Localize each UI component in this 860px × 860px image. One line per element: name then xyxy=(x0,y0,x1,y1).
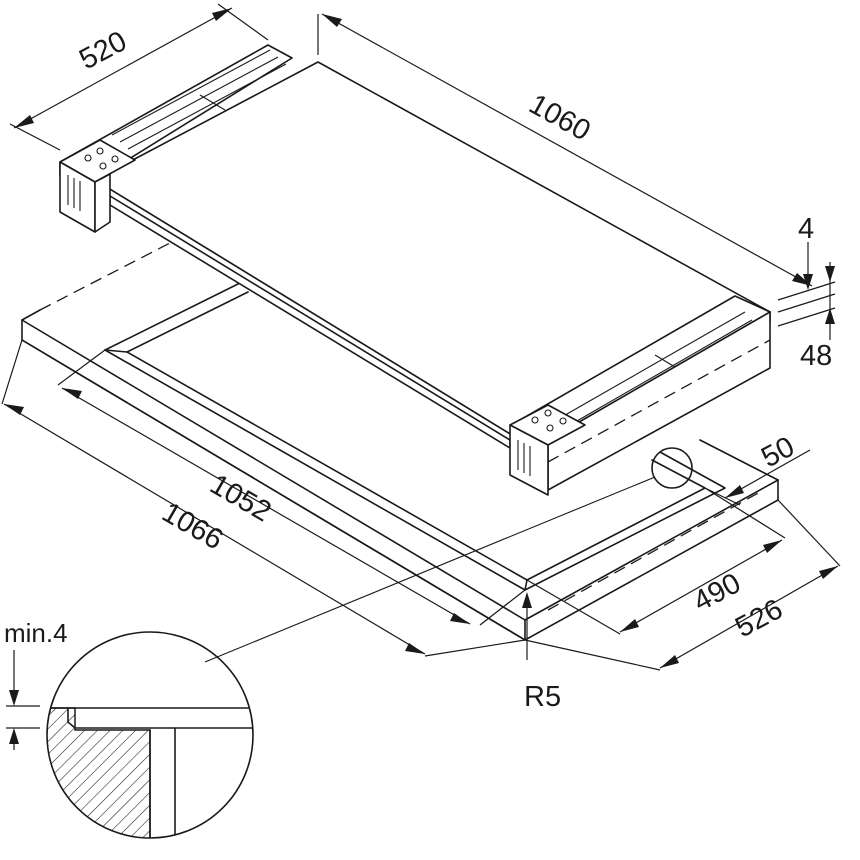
ext-line xyxy=(217,3,269,41)
label-cutout-width: 490 xyxy=(688,567,746,618)
dimension-lines xyxy=(1,3,841,671)
left-rail-groove-1 xyxy=(111,49,271,136)
bracket-hole xyxy=(559,417,567,425)
left-rail-groove-2 xyxy=(119,56,279,143)
bracket-hole xyxy=(546,424,554,432)
ext-line xyxy=(777,293,836,313)
arrowhead xyxy=(4,404,24,415)
dim-line-526 xyxy=(659,565,839,669)
worktop-front-right xyxy=(524,479,779,621)
arrowhead xyxy=(14,115,34,128)
hob-unit xyxy=(59,44,771,496)
arrowhead xyxy=(803,274,813,290)
right-bracket-front xyxy=(509,424,549,496)
left-rail-divider xyxy=(199,94,226,111)
bracket-hole xyxy=(96,147,104,155)
ext-line xyxy=(704,487,786,539)
label-corner-radius: R5 xyxy=(524,681,561,713)
glass-edge xyxy=(67,707,76,729)
worktop-hidden-edge xyxy=(39,242,171,311)
arrowhead xyxy=(62,388,82,399)
label-cutout-length: 1052 xyxy=(205,468,277,528)
detail-leader-line xyxy=(204,476,656,663)
left-bracket-side xyxy=(94,173,111,233)
ext-line xyxy=(424,639,526,657)
label-min-gap: min.4 xyxy=(4,618,68,648)
arrowhead xyxy=(9,728,19,744)
bracket-hole xyxy=(544,409,552,417)
detail-view xyxy=(6,631,254,839)
arrowhead xyxy=(620,619,639,632)
bracket-hole xyxy=(111,155,119,163)
bracket-hole xyxy=(84,154,92,162)
right-rail-groove-1 xyxy=(559,311,746,419)
dim-line-520 xyxy=(13,7,233,129)
left-rail-groove-3 xyxy=(127,63,287,150)
ext-line xyxy=(479,589,526,626)
label-cutout-offset: 50 xyxy=(756,431,800,474)
label-glass-thickness: 4 xyxy=(798,213,814,245)
right-rail-hidden-line xyxy=(547,339,771,463)
arrowhead xyxy=(825,308,835,324)
dim-line-1066 xyxy=(3,403,426,655)
label-length-top: 1060 xyxy=(524,88,596,147)
right-rail-groove-2 xyxy=(569,319,753,426)
label-outer-width: 526 xyxy=(730,593,788,644)
label-unit-height: 48 xyxy=(800,340,832,372)
arrowhead xyxy=(450,613,470,624)
detail-marker-circle xyxy=(651,447,693,489)
bracket-hole xyxy=(531,416,539,424)
worktop-front-top-edge xyxy=(21,319,526,621)
arrowhead xyxy=(322,14,342,27)
worktop-top-left-edge xyxy=(21,309,41,321)
ext-line xyxy=(9,123,61,151)
ext-line xyxy=(777,499,841,567)
arrowhead xyxy=(825,266,835,282)
ext-line xyxy=(777,281,836,301)
ext-line xyxy=(777,307,836,327)
worktop-right-edge xyxy=(699,439,779,481)
bracket-slots xyxy=(67,175,81,211)
ext-line xyxy=(704,487,741,506)
arrowhead xyxy=(660,655,679,668)
arrowhead xyxy=(819,566,838,579)
ext-line xyxy=(57,349,106,386)
label-outer-length: 1066 xyxy=(157,496,229,556)
label-width-top: 520 xyxy=(74,25,132,76)
dim-line-1052 xyxy=(61,387,471,625)
cutout-corner-left xyxy=(104,349,128,353)
arrowhead xyxy=(725,485,744,498)
ext-line xyxy=(524,639,661,671)
arrowhead xyxy=(763,540,782,553)
worktop-section-hatch xyxy=(47,707,151,838)
arrowhead xyxy=(212,8,232,21)
arrowhead xyxy=(9,690,19,706)
cutout-hidden-line xyxy=(547,491,761,611)
arrowhead xyxy=(405,643,425,654)
dim-line-490 xyxy=(619,539,783,633)
bracket-hole xyxy=(99,162,107,170)
dim-line-1060 xyxy=(321,13,813,287)
bracket-slots xyxy=(517,440,531,476)
ext-line xyxy=(526,579,621,635)
arrowhead xyxy=(522,592,532,608)
ext-line xyxy=(1,339,23,405)
cutout-corner-front xyxy=(524,579,528,591)
